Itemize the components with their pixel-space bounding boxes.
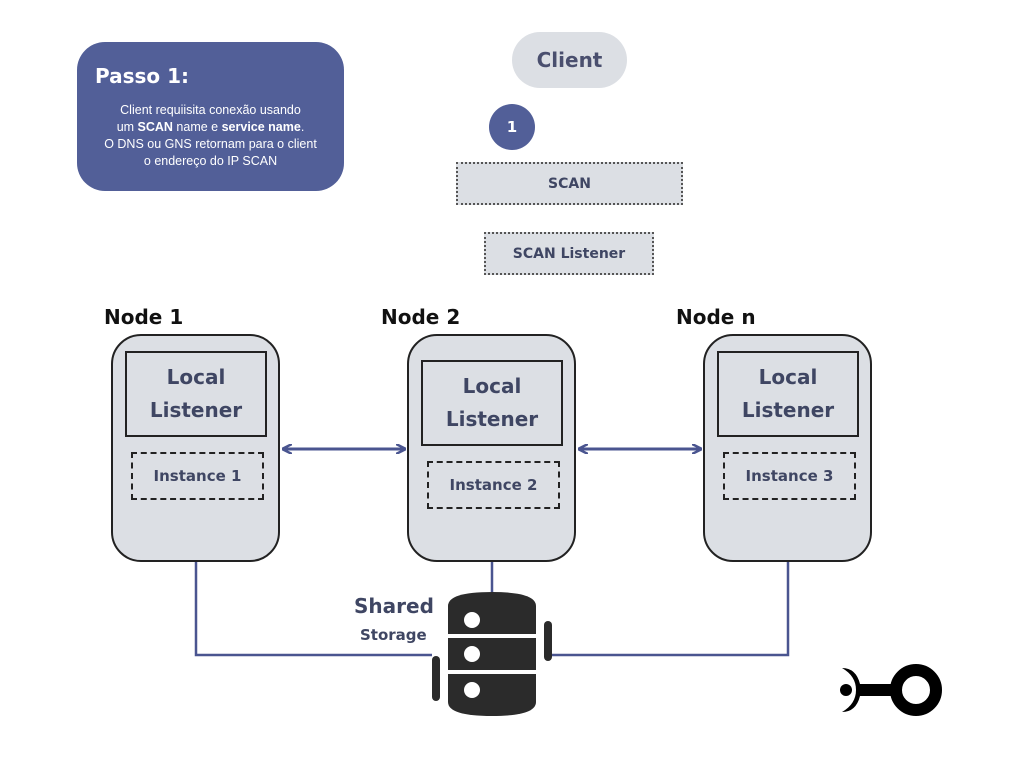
- step-description: Client requiisita conexão usando um SCAN…: [77, 102, 344, 170]
- scan-listener-box: SCAN Listener: [484, 232, 654, 275]
- node-2-title: Node 2: [381, 305, 461, 329]
- step-line-2: um SCAN name e service name.: [116, 120, 305, 134]
- step-line-3: O DNS ou GNS retornam para o client: [104, 137, 317, 151]
- step-line-1: Client requiisita conexão usando: [120, 103, 301, 117]
- shared-storage-subtitle: Storage: [360, 626, 427, 644]
- instance-3: Instance 3: [723, 452, 856, 500]
- shared-storage-title: Shared: [354, 594, 434, 618]
- database-icon: [432, 592, 552, 716]
- step-number-badge: 1: [489, 104, 535, 150]
- node-1-storage-line: [194, 562, 432, 657]
- scan-box: SCAN: [456, 162, 683, 205]
- step-box: Passo 1: Client requiisita conexão usand…: [77, 42, 344, 191]
- brand-logo-icon: [840, 664, 942, 716]
- step-line-4: o endereço do IP SCAN: [143, 154, 278, 168]
- node-1-title: Node 1: [104, 305, 184, 329]
- step-title: Passo 1:: [95, 64, 190, 88]
- client-box: Client: [512, 32, 627, 88]
- node-n-storage-line: [550, 562, 790, 657]
- instance-1: Instance 1: [131, 452, 264, 500]
- instance-2: Instance 2: [427, 461, 560, 509]
- node-n-title: Node n: [676, 305, 756, 329]
